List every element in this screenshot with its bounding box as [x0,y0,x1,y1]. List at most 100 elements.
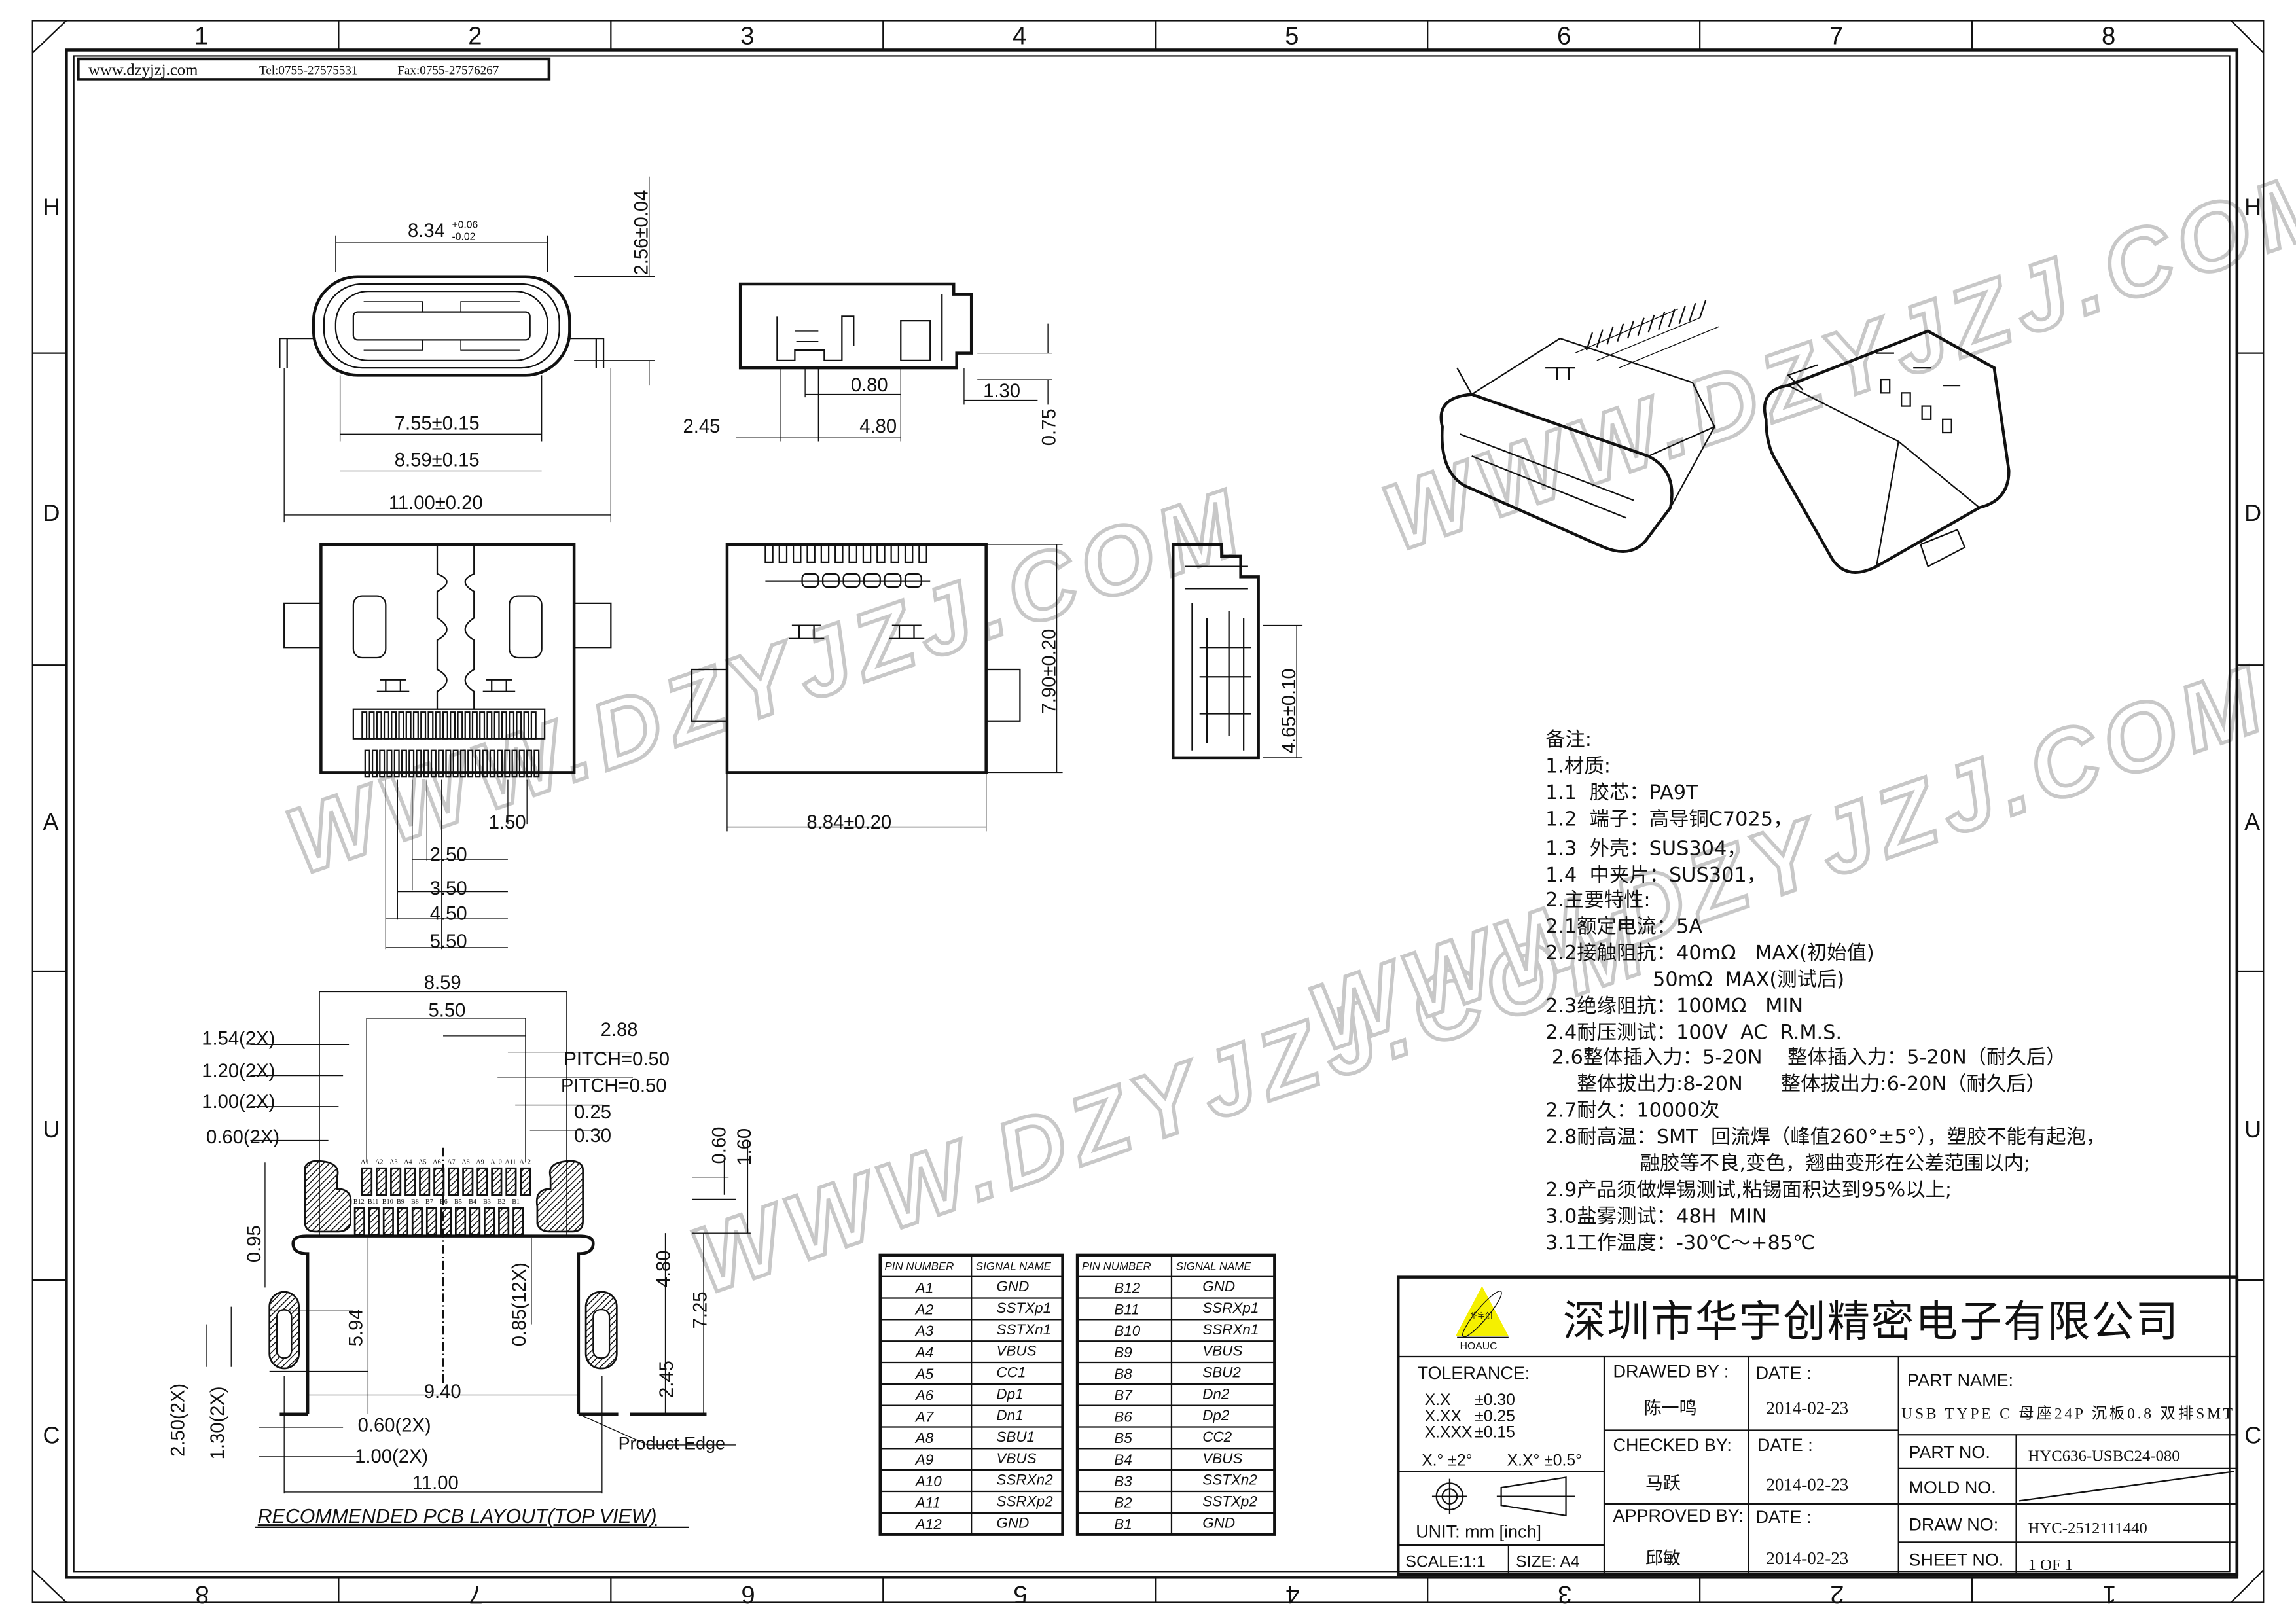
pcb-pin-label: A12 [519,1158,530,1166]
dim-front-overall: 11.00±0.20 [389,493,483,514]
dim-front-inner: 7.55±0.15 [395,414,480,435]
pcb-dim-940: 9.40 [424,1382,461,1402]
3d-render-right [1763,329,2011,574]
pcb-dim-120: 1.20(2X) [202,1061,275,1082]
dim-side2-height: 4.65±0.10 [1279,668,1300,753]
signal-name: GND [1202,1278,1235,1294]
date-label-2: DATE : [1757,1435,1813,1455]
date-approved: 2014-02-23 [1766,1548,1848,1568]
sheet-no: 1 OF 1 [2028,1556,2073,1574]
pcb-pad-top [433,1167,445,1196]
3d-render-left [1439,300,1719,553]
pcb-pin-label: B2 [497,1198,505,1205]
pcb-pin-label: B3 [483,1198,491,1205]
zone-col-bottom: 4 [1285,1580,1299,1609]
zone-col-top: 6 [1557,22,1571,50]
signal-name: CC1 [996,1364,1026,1381]
tol-row-1-key: X.X [1425,1391,1451,1409]
pin-number: A5 [914,1366,934,1382]
pcb-dim-100b: 1.00(2X) [355,1446,428,1467]
pcb-pad-top [376,1167,387,1196]
part-name-label: PART NAME: [1907,1370,2013,1390]
tel-text: Tel:0755-27575531 [259,64,357,78]
unit-label: UNIT: mm [inch] [1416,1522,1541,1542]
dim-top-550: 5.50 [430,931,467,952]
pcb-dim-288: 2.88 [601,1020,638,1041]
pcb-dim-060: 0.60(2X) [206,1127,279,1148]
pcb-pad-bottom [454,1207,467,1236]
zone-col-bottom: 8 [195,1580,209,1609]
pcb-pin-label: A6 [433,1158,440,1166]
zone-col-top: 8 [2102,22,2115,50]
angle-tol-2: X.X° ±0.5° [1507,1452,1582,1469]
bottom-view: 7.90±0.20 8.84±0.20 [691,543,1063,833]
note-line: 2.4耐压测试：100V AC R.M.S. [1545,1021,1842,1044]
pcb-dim-025: 0.25 [574,1102,611,1123]
tol-row-3-val: ±0.15 [1475,1424,1515,1442]
pcb-dim-100: 1.00(2X) [202,1092,275,1113]
header-box: www.dzyjzj.com Tel:0755-27575531 Fax:075… [77,57,551,81]
dim-front-height: 2.56±0.04 [632,190,653,276]
fax-text: Fax:0755-27576267 [397,64,499,78]
company-logo: 华宇创 HOAUC [1455,1286,1509,1352]
pcb-pin-label: B11 [368,1198,378,1205]
side-view-2: 4.65±0.10 [1171,543,1303,760]
dim-top-350: 3.50 [430,878,467,899]
pcb-dim-060b: 0.60(2X) [358,1416,431,1436]
pcb-pin-label: A2 [375,1158,383,1166]
signal-name: Dp1 [996,1385,1023,1402]
signal-name: VBUS [996,1450,1036,1467]
note-line: 1.材质: [1545,755,1611,777]
top-view: 1.50 2.50 3.50 4.50 5.50 [283,543,612,952]
pcb-pad-bottom [382,1207,394,1236]
pcb-pin-label: B12 [353,1198,365,1205]
pin-number: A1 [914,1279,933,1296]
sheet-no-label: SHEET NO. [1909,1550,2003,1569]
pin-number: A11 [914,1495,941,1511]
pcb-pin-label: A1 [361,1158,368,1166]
front-view: 8.34 +0.06 -0.02 2.56±0.04 7.55±0.15 8.5… [279,176,655,523]
zone-row-left: D [43,499,60,526]
signal-name: GND [996,1514,1029,1531]
dim-side-080: 0.80 [851,375,888,396]
size-label: SIZE: A4 [1516,1554,1580,1571]
sheet-frame [31,20,2265,1603]
pcb-pad-top [462,1167,474,1196]
pcb-shell-pad-right [535,1160,584,1233]
pin-number: A3 [914,1323,934,1339]
signal-name: SSTXn1 [996,1321,1051,1338]
zone-row-right: A [2244,808,2260,835]
pin-number: B4 [1114,1452,1132,1468]
draw-no: HYC-2512111440 [2028,1520,2147,1537]
tol-row-2-val: ±0.25 [1475,1408,1515,1425]
tol-row-1-val: ±0.30 [1475,1391,1515,1409]
pcb-dim-725: 7.25 [690,1291,711,1329]
side-view: 0.80 1.30 2.45 4.80 0.75 [683,282,1060,446]
pcb-pin-label: B1 [512,1198,520,1205]
pcb-dim-085: 0.85(12X) [509,1262,530,1346]
note-line: 融胶等不良,变色，翘曲变形在公差范围以内; [1545,1152,2030,1175]
mold-no-label: MOLD NO. [1909,1478,1996,1497]
pcb-pad-bottom [397,1207,408,1236]
signal-name-header: SIGNAL NAME [1176,1260,1252,1272]
pin-number-header: PIN NUMBER [885,1260,954,1272]
zone-col-bottom: 5 [1013,1580,1027,1609]
approved-by-label: APPROVED BY: [1613,1506,1743,1525]
drawed-by-label: DRAWED BY : [1613,1362,1729,1382]
zone-col-bottom: 7 [469,1580,482,1609]
zone-col-top: 3 [740,22,754,50]
note-line: 整体拔出力:8-20N 整体拔出力:6-20N（耐久后） [1545,1073,2046,1096]
pcb-dim-030: 0.30 [574,1126,611,1147]
pcb-pin-label: B8 [411,1198,419,1205]
website-text: www.dzyjzj.com [88,62,198,79]
note-line: 3.1工作温度：-30℃～+85℃ [1545,1232,1815,1255]
pin-number: A6 [914,1387,934,1404]
tol-row-3-key: X.XXX [1425,1424,1473,1442]
pin-number: B1 [1114,1516,1132,1533]
pcb-dim-095: 0.95 [244,1225,265,1262]
pcb-dim-130: 1.30(2X) [207,1386,228,1459]
logo-brand: HOAUC [1460,1341,1498,1352]
